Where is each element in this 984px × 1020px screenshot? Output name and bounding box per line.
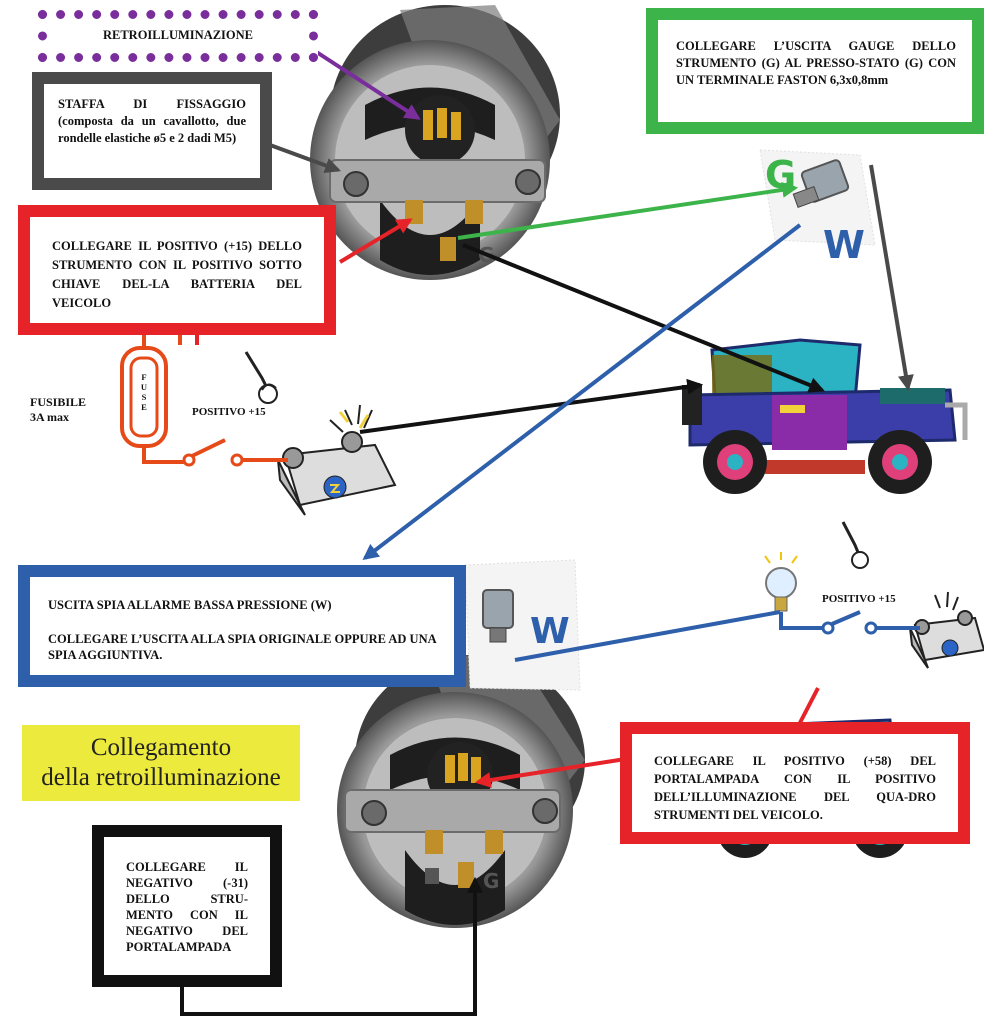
switch-icon [779, 610, 920, 635]
arrow-positivo15 [338, 218, 413, 264]
label-positivo15-left: POSITIVO +15 [192, 406, 266, 418]
label-gauge: COLLEGARE L’USCITA GAUGE DELLO STRUMENTO… [646, 8, 984, 134]
arrow-gauge-to-jeep [869, 164, 914, 392]
label-positivo15: COLLEGARE IL POSITIVO (+15) DELLO STRUME… [18, 205, 336, 335]
wire-battery-negative [359, 378, 704, 434]
arrow-w-output [362, 223, 802, 560]
label-negativo31: COLLEGARE IL NEGATIVO (-31) DELLO STRU-M… [92, 825, 282, 987]
wire-w-spia [514, 610, 781, 662]
bulb-icon [764, 552, 798, 612]
fuse-text: F U S E [140, 372, 148, 412]
terminal-w-label: W [530, 611, 570, 652]
switch-icon [182, 438, 288, 467]
fuse-icon [120, 328, 185, 464]
title-collegamento: Collegamento della retroilluminazione [22, 725, 300, 801]
label-fusibile: FUSIBILE 3A max [30, 395, 87, 424]
label-positivo15-right: POSITIVO +15 [822, 593, 896, 605]
arrow-retroilluminazione [296, 38, 421, 120]
wire-ground [462, 243, 825, 393]
pressure-switch-icon [759, 149, 876, 246]
svg-text:G: G [483, 869, 499, 893]
arrow-positivo58 [474, 756, 633, 788]
label-staffa: STAFFA DI FISSAGGIO (composta da un cava… [32, 72, 272, 190]
pressure-switch-icon [464, 559, 581, 691]
jeep-icon [682, 338, 968, 494]
battery-icon [909, 591, 984, 669]
gauge-icon: G [310, 5, 560, 280]
arrow-gauge [457, 181, 799, 240]
key-icon [841, 521, 869, 569]
battery-icon [277, 404, 397, 516]
arrow-staffa [269, 143, 342, 174]
key-icon [244, 351, 278, 404]
label-uscita-spia: USCITA SPIA ALLARME BASSA PRESSIONE (W) … [18, 565, 466, 687]
label-retroilluminazione: RETROILLUMINAZIONE [38, 10, 318, 62]
gauge-icon: G [337, 650, 585, 928]
label-positivo58: COLLEGARE IL POSITIVO (+58) DEL PORTALAM… [620, 722, 970, 844]
terminal-w-label: W [823, 223, 865, 267]
